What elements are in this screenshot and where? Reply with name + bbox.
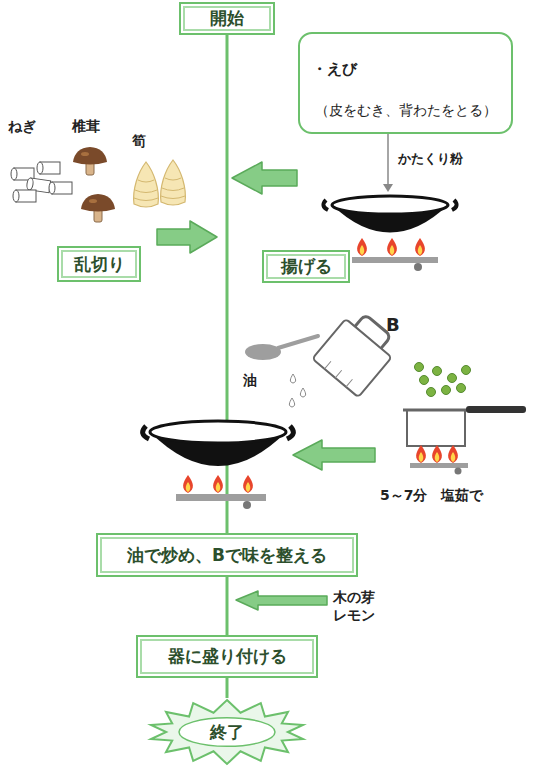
pea — [420, 376, 429, 385]
star-shape — [151, 700, 303, 764]
wok-rim — [332, 196, 448, 214]
flow-line — [226, 577, 229, 635]
peas — [415, 363, 471, 397]
pea — [457, 384, 466, 393]
node-text: 器に盛り付ける — [168, 645, 287, 668]
ingredient-box: ・えび （皮をむき、背わたをとる） — [298, 32, 513, 134]
oil-drop — [300, 388, 305, 397]
stove-knob — [414, 263, 422, 271]
stove-knob — [243, 501, 251, 509]
text-label: 5～7分 塩茹で — [380, 487, 483, 505]
flame — [448, 445, 458, 463]
pot-rim — [403, 409, 469, 412]
bamboo-shoot — [161, 160, 186, 205]
flame — [387, 238, 397, 256]
wok — [143, 421, 294, 466]
pea — [415, 363, 424, 372]
text-label: 木の芽 — [333, 589, 375, 607]
node-text: 終了 — [210, 721, 244, 744]
wok — [323, 196, 456, 233]
leek-pieces — [11, 162, 72, 202]
process-box: 器に盛り付ける — [136, 635, 318, 678]
flame — [213, 475, 223, 493]
pea — [427, 388, 436, 397]
oil-drop — [290, 374, 295, 383]
pea — [433, 367, 442, 376]
leek-piece — [37, 162, 60, 174]
start-box: 開始 — [179, 2, 275, 35]
measuring-cup — [312, 307, 402, 398]
block-arrow — [293, 440, 375, 470]
stove — [352, 257, 438, 263]
text-label: 筍 — [132, 133, 146, 151]
node-text: 油で炒め、Bで味を整える — [127, 544, 327, 567]
cup-scale — [325, 361, 353, 387]
text-label: レモン — [333, 607, 375, 625]
pea — [462, 366, 471, 375]
block-arrow — [236, 591, 327, 610]
wok-rim — [150, 421, 286, 443]
text-label: かたくり粉 — [398, 150, 463, 168]
block-arrow — [157, 221, 217, 253]
pointer-line — [387, 134, 389, 186]
mushroom — [73, 147, 107, 175]
process-box: 乱切り — [57, 246, 141, 282]
flame — [357, 238, 367, 256]
leek-piece — [49, 182, 72, 194]
flame — [415, 238, 425, 256]
star-inner-oval — [179, 718, 275, 747]
pot-handle — [466, 406, 526, 413]
pea — [448, 374, 457, 383]
node-text: 開始 — [210, 7, 244, 30]
flow-line — [226, 678, 229, 698]
flame — [183, 475, 193, 493]
node-text: 乱切り — [74, 253, 125, 276]
flame — [243, 475, 253, 493]
text-label: 油 — [243, 372, 257, 390]
pointer-head — [383, 184, 393, 192]
pea — [442, 386, 451, 395]
ladle-handle — [278, 336, 318, 348]
process-box: 油で炒め、Bで味を整える — [96, 533, 358, 577]
text-label: ねぎ — [8, 118, 36, 136]
text-label: 椎茸 — [72, 118, 100, 136]
ladle-bowl — [245, 344, 281, 360]
process-box: 揚げる — [262, 250, 350, 283]
block-arrow — [232, 162, 297, 194]
cup-handle — [355, 314, 391, 348]
stove — [176, 494, 266, 501]
node-text: 揚げる — [281, 255, 332, 278]
mushroom — [81, 194, 115, 222]
flame — [416, 445, 426, 463]
end-star: 終了 — [147, 698, 307, 766]
node-text: ・えび — [312, 60, 357, 79]
stove-knob — [455, 468, 462, 475]
oil-drop — [289, 398, 294, 407]
leek-piece — [13, 190, 36, 202]
node-subtext: （皮をむき、背わたをとる） — [300, 102, 511, 120]
stove — [410, 463, 468, 468]
pot-body — [407, 410, 465, 446]
text-label: B — [386, 314, 400, 335]
flame — [432, 445, 442, 463]
bamboo-shoot — [134, 162, 159, 207]
cup-body — [312, 319, 391, 397]
